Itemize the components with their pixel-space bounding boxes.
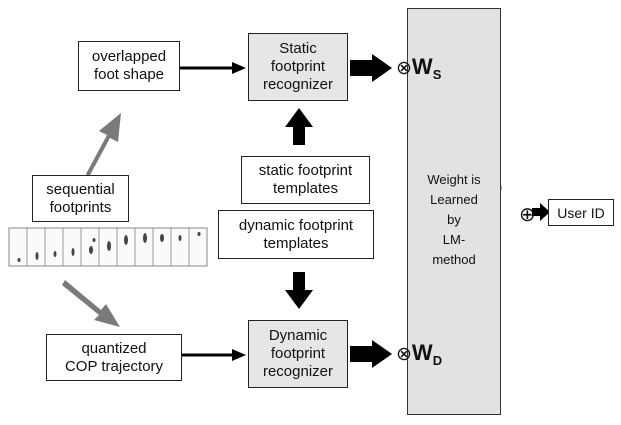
weight-learning-label: Weight is Learned by LM- method — [427, 172, 481, 267]
arrow-footprints-to-cop — [62, 280, 120, 327]
arrow-static-to-ws — [350, 54, 392, 82]
arrow-templates-to-dynamic — [285, 272, 313, 309]
footprint-sequence-image — [8, 227, 208, 267]
user-id-box: User ID — [548, 199, 614, 226]
sequential-footprints-box: sequential footprints — [32, 175, 129, 222]
multiply-icon: ⊗ — [396, 344, 412, 365]
arrow-combine-to-userid — [532, 203, 550, 221]
dynamic-weight-wd: ⊗WD — [396, 340, 443, 368]
static-footprint-recognizer-box: Static footprint recognizer — [248, 33, 348, 101]
overlapped-foot-shape-box: overlapped foot shape — [78, 41, 180, 91]
arrow-templates-to-static — [285, 108, 313, 145]
sum-icon: ⊕ — [519, 204, 536, 226]
arrow-dynamic-to-wd — [350, 340, 392, 368]
weight-learning-panel — [407, 8, 501, 415]
arrow-footprints-to-foot-shape — [86, 113, 121, 177]
quantized-cop-trajectory-box: quantized COP trajectory — [46, 334, 182, 381]
dynamic-templates-box: dynamic footprint templates — [218, 210, 374, 259]
static-weight-ws: ⊗WS — [396, 54, 442, 82]
multiply-icon: ⊗ — [396, 58, 412, 79]
dynamic-footprint-recognizer-box: Dynamic footprint recognizer — [248, 320, 348, 388]
static-templates-box: static footprint templates — [241, 156, 370, 204]
